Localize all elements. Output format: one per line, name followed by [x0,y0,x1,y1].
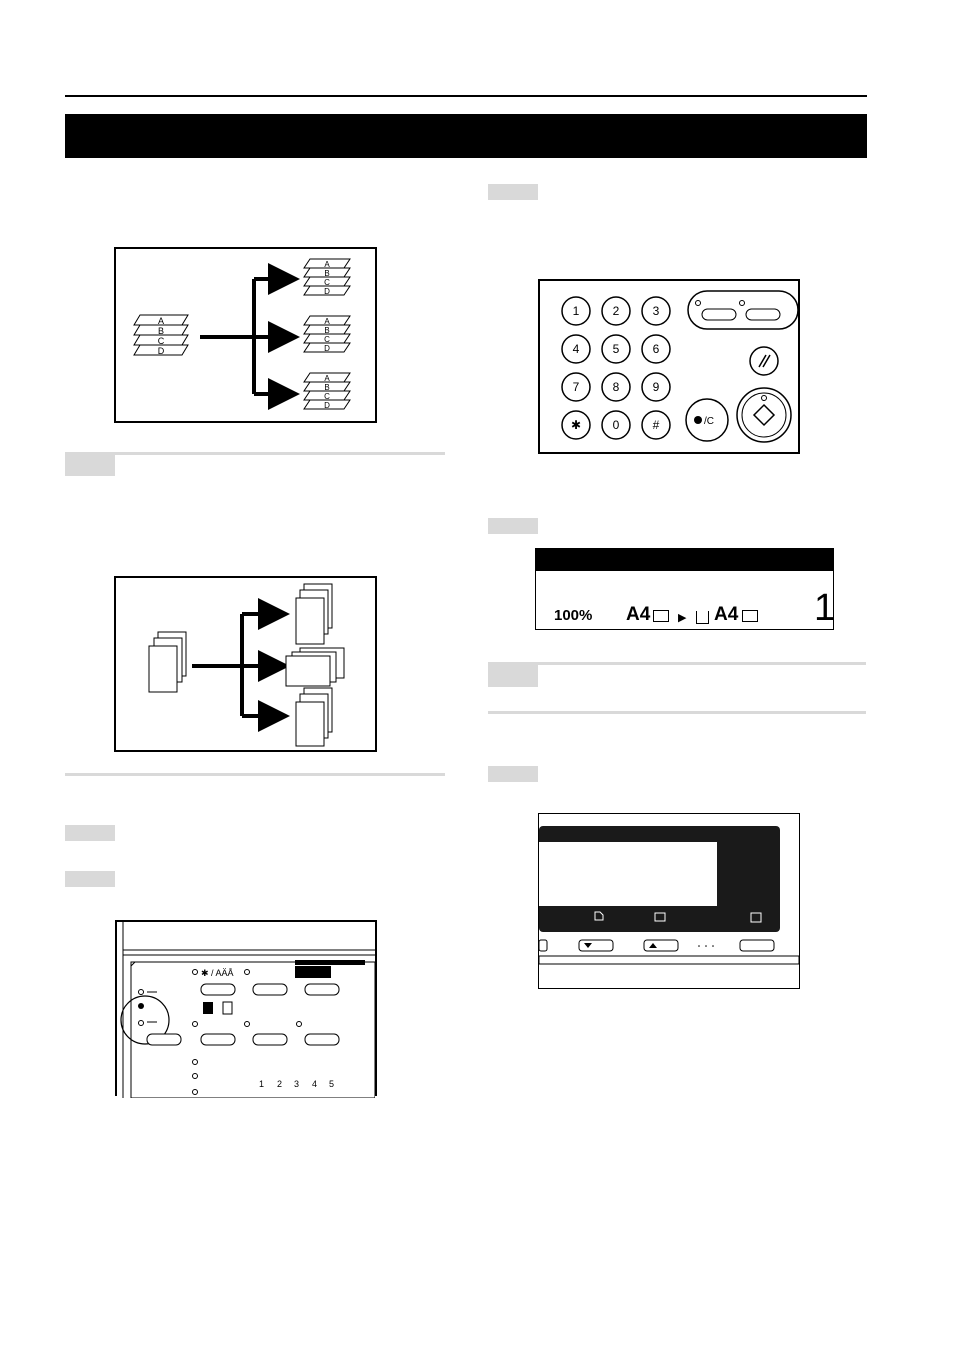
display-header [536,549,833,571]
operation-panel-diagram: ✱ / AÄÅ 1 2 3 4 5 [120,922,376,1099]
sort-mode-diagram: A B C D A B C D A B C D A B C D [133,258,351,410]
key-0[interactable]: 0 [601,410,631,440]
key-7[interactable]: 7 [561,372,591,402]
key-5[interactable]: 5 [601,334,631,364]
svg-text:3: 3 [653,304,660,318]
svg-text:4: 4 [573,342,580,356]
svg-text:0: 0 [613,418,620,432]
panel-number: 5 [329,1079,334,1089]
keypad-figure: 1 2 3 4 5 6 7 8 9 ✱ 0 # /C [538,279,800,454]
header-rule [65,95,867,97]
step-label-box [488,184,538,200]
svg-text:9: 9 [653,380,660,394]
step-label-box [65,825,115,841]
sheet-letter: D [324,287,330,296]
original-size: A4 [626,604,651,625]
message-display-figure [538,813,800,989]
message-display-diagram [538,826,800,965]
sheet-letter: B [324,269,329,278]
step-label-box [488,665,538,687]
sheet-letter: C [158,336,165,346]
svg-text:8: 8 [613,380,620,394]
sheet-letter: C [324,335,330,344]
step-label-box [65,455,115,476]
start-button[interactable] [736,387,792,443]
key-4[interactable]: 4 [561,334,591,364]
section-rule [65,773,445,776]
reset-button[interactable] [749,346,779,376]
energy-saver-button[interactable] [701,308,737,321]
paper-orientation-icon [742,610,758,622]
svg-text:2: 2 [613,304,620,318]
key-6[interactable]: 6 [641,334,671,364]
step-label-box [488,766,538,782]
section-rule [65,452,445,455]
sheet-letter: D [324,344,330,353]
cursor-up-button[interactable] [643,939,679,952]
panel-number: 3 [294,1079,299,1089]
key-3[interactable]: 3 [641,296,671,326]
lcd-display-figure: 100% A4 ▶ A4 1 [535,548,836,630]
key-asterisk[interactable]: ✱ [561,410,591,440]
sheet-letter: B [324,383,329,392]
sheet-letter: B [324,326,329,335]
section-rule [488,711,866,714]
svg-text:#: # [653,418,660,432]
panel-number: 2 [277,1079,282,1089]
key-8[interactable]: 8 [601,372,631,402]
copy-count: 1 [814,587,836,629]
step-label-box [488,518,538,534]
group-mode-figure [114,576,377,752]
sheet-letter: C [324,392,330,401]
step-label-box [65,871,115,887]
sheet-letter: A [324,317,330,326]
section-rule [488,662,866,665]
paper-size: A4 [714,604,739,625]
key-9[interactable]: 9 [641,372,671,402]
enter-button[interactable] [739,939,775,952]
sort-mode-figure: A B C D A B C D A B C D A B C D [114,247,377,423]
sheet-letter: D [324,401,330,410]
paper-tray-icon [696,611,709,624]
title-bar [65,114,867,158]
keypad-diagram: 1 2 3 4 5 6 7 8 9 ✱ 0 # /C [561,290,799,443]
arrow-right-icon: ▶ [678,612,687,624]
sheet-letter: A [158,316,164,326]
key-hash[interactable]: # [641,410,671,440]
group-mode-diagram [148,583,345,747]
sheet-letter: A [324,260,330,269]
stop-clear-button[interactable]: /C [685,398,729,442]
svg-text:✱: ✱ [571,418,581,432]
key-1[interactable]: 1 [561,296,591,326]
key-2[interactable]: 2 [601,296,631,326]
cursor-down-button[interactable] [578,939,614,952]
sheet-letter: B [158,326,164,336]
sheet-letter: D [158,346,165,356]
svg-text:1: 1 [573,304,580,318]
interrupt-button[interactable] [745,308,781,321]
sheet-letter: C [324,278,330,287]
operation-panel-figure: ✱ / AÄÅ 1 2 3 4 5 [115,920,377,1099]
panel-number: 1 [259,1079,264,1089]
mode-label: ✱ / AÄÅ [201,968,234,978]
svg-text:5: 5 [613,342,620,356]
sheet-letter: A [324,374,330,383]
svg-text:/C: /C [704,416,714,427]
panel-number: 4 [312,1079,317,1089]
svg-text:7: 7 [573,380,580,394]
svg-text:6: 6 [653,342,660,356]
original-orientation-icon [653,610,669,622]
zoom-readout: 100% [554,607,593,624]
